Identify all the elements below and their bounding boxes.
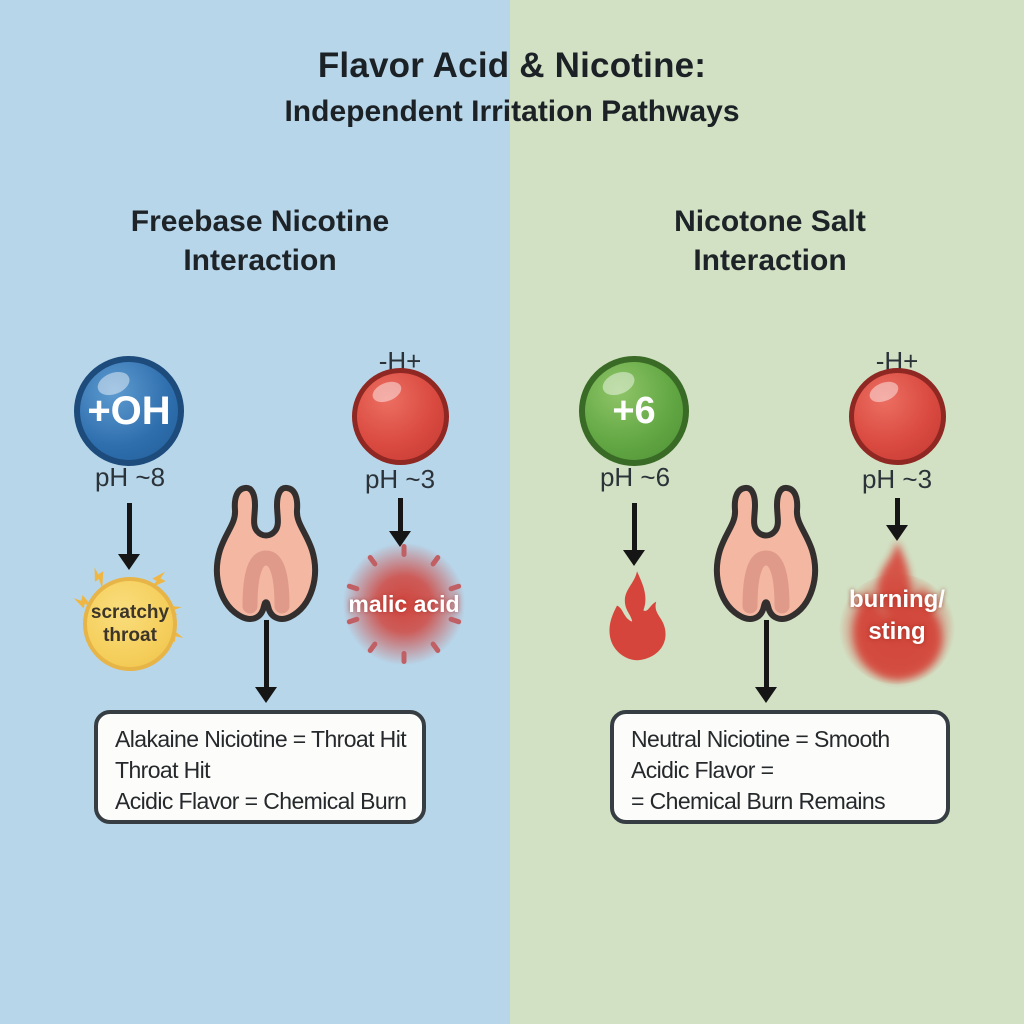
right-heading-line-1: Nicotone Salt	[674, 205, 866, 238]
down-arrow-icon	[755, 620, 777, 703]
nicotine-salt-molecule-icon: +6	[579, 356, 689, 466]
right-base-ph-label: pH ~6	[599, 462, 671, 492]
hydroxide-molecule-icon: +OH	[74, 356, 184, 466]
burning-label-line-1: burning/	[849, 586, 945, 613]
scratchy-throat-icon: scratchy throat	[83, 577, 177, 671]
molecule-shine	[369, 377, 404, 406]
down-arrow-icon	[623, 503, 645, 566]
burning-label-line-2: sting	[868, 618, 926, 645]
right-result-line-3: = Chemical Burn Remains	[631, 788, 886, 814]
flame-icon	[609, 571, 666, 661]
left-acid-ph-label: pH ~3	[364, 464, 436, 494]
down-arrow-icon	[255, 620, 277, 703]
diagram-title: Flavor Acid & Nicotine: Independent Irri…	[0, 46, 1024, 129]
title-line-2: Independent Irritation Pathways	[284, 95, 740, 128]
left-panel-heading: Freebase Nicotine Interaction	[40, 202, 480, 280]
left-heading-line-1: Freebase Nicotine	[130, 205, 390, 238]
acid-fuzz	[342, 542, 466, 666]
malic-acid-blob-icon: malic acid	[342, 542, 466, 666]
burning-fuzz	[838, 574, 956, 684]
left-base-ph-label: pH ~8	[94, 462, 166, 492]
burning-sting-icon: burning/ sting	[830, 536, 964, 684]
acid-molecule-icon	[849, 368, 946, 465]
down-arrow-icon	[389, 498, 411, 547]
acid-molecule-icon	[352, 368, 449, 465]
title-line-1: Flavor Acid & Nicotine:	[317, 46, 707, 85]
scratchy-throat-badge: scratchy throat	[73, 567, 184, 676]
down-arrow-icon	[118, 503, 140, 570]
scratchy-label-line-2: throat	[103, 625, 157, 646]
burning-sting-label: burning/ sting	[830, 584, 964, 648]
left-result-line-3: Acidic Flavor = Chemical Burn	[115, 788, 407, 814]
right-result-line-2: Acidic Flavor =	[631, 757, 774, 783]
scratchy-label-line-1: scratchy	[90, 602, 170, 623]
right-heading-line-2: Interaction	[693, 244, 847, 277]
throat-tonsils-icon	[214, 484, 318, 622]
left-result-box: Alakaine Niciotine = Throat Hit Throat H…	[94, 710, 426, 824]
right-panel-background	[510, 0, 1024, 1024]
hydroxide-label: +OH	[87, 388, 171, 433]
left-result-line-2: Throat Hit	[115, 757, 211, 783]
molecule-shine	[866, 377, 901, 406]
salt-label: +6	[612, 389, 656, 432]
left-heading-line-2: Interaction	[183, 244, 337, 277]
right-panel-heading: Nicotone Salt Interaction	[560, 202, 980, 280]
left-result-line-1: Alakaine Niciotine = Throat Hit	[115, 726, 407, 752]
down-arrow-icon	[886, 498, 908, 541]
right-result-box: Neutral Niciotine = Smooth Acidic Flavor…	[610, 710, 950, 824]
malic-acid-label: malic acid	[348, 591, 460, 617]
acid-dash-marks	[346, 544, 462, 664]
right-acid-ph-label: pH ~3	[861, 464, 933, 494]
right-result-line-1: Neutral Niciotine = Smooth	[631, 726, 890, 752]
throat-tonsils-icon	[714, 484, 818, 622]
